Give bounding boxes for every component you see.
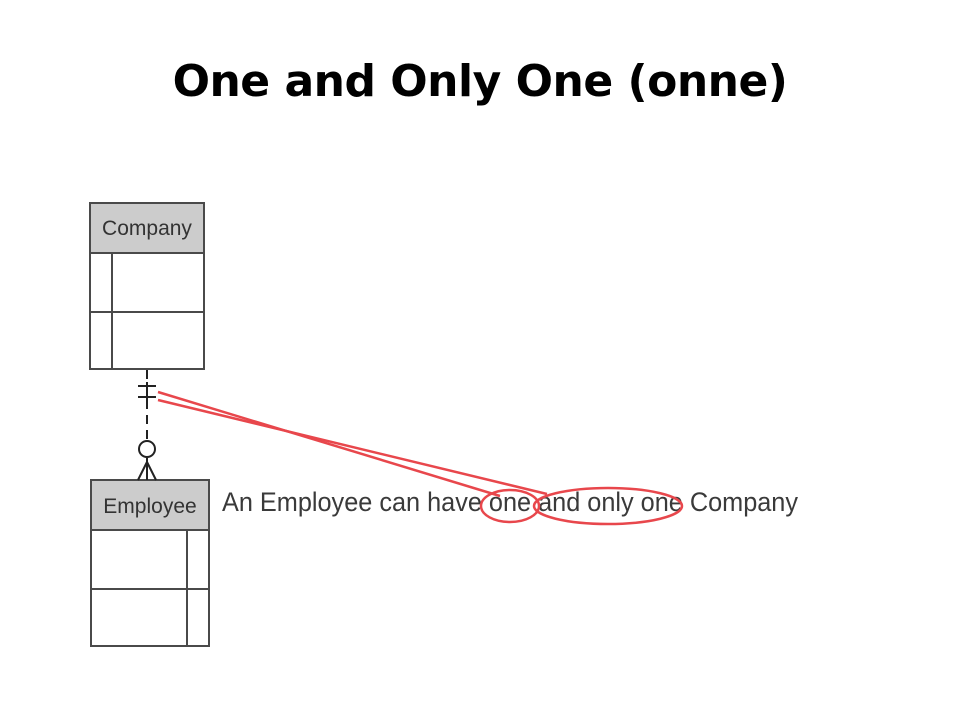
slide-title: One and Only One (onne) [172, 56, 788, 107]
company-entity-name: Company [102, 217, 192, 240]
company-entity-header [89, 202, 205, 254]
highlight-ellipse-only-one [532, 486, 684, 526]
employee-entity-header [90, 479, 210, 531]
highlight-pointer-line [157, 390, 501, 498]
highlight-ellipse-one [479, 488, 541, 524]
highlight-pointer-line [157, 398, 548, 496]
employee-entity[interactable]: Employee [90, 479, 210, 647]
one-and-only-one-notation-icon [138, 382, 156, 401]
company-entity[interactable]: Company [89, 202, 205, 370]
relationship-sentence: An Employee can have one and only one Co… [222, 487, 798, 517]
employee-entity-name: Employee [103, 495, 196, 518]
zero-or-many-notation-icon [137, 440, 157, 481]
